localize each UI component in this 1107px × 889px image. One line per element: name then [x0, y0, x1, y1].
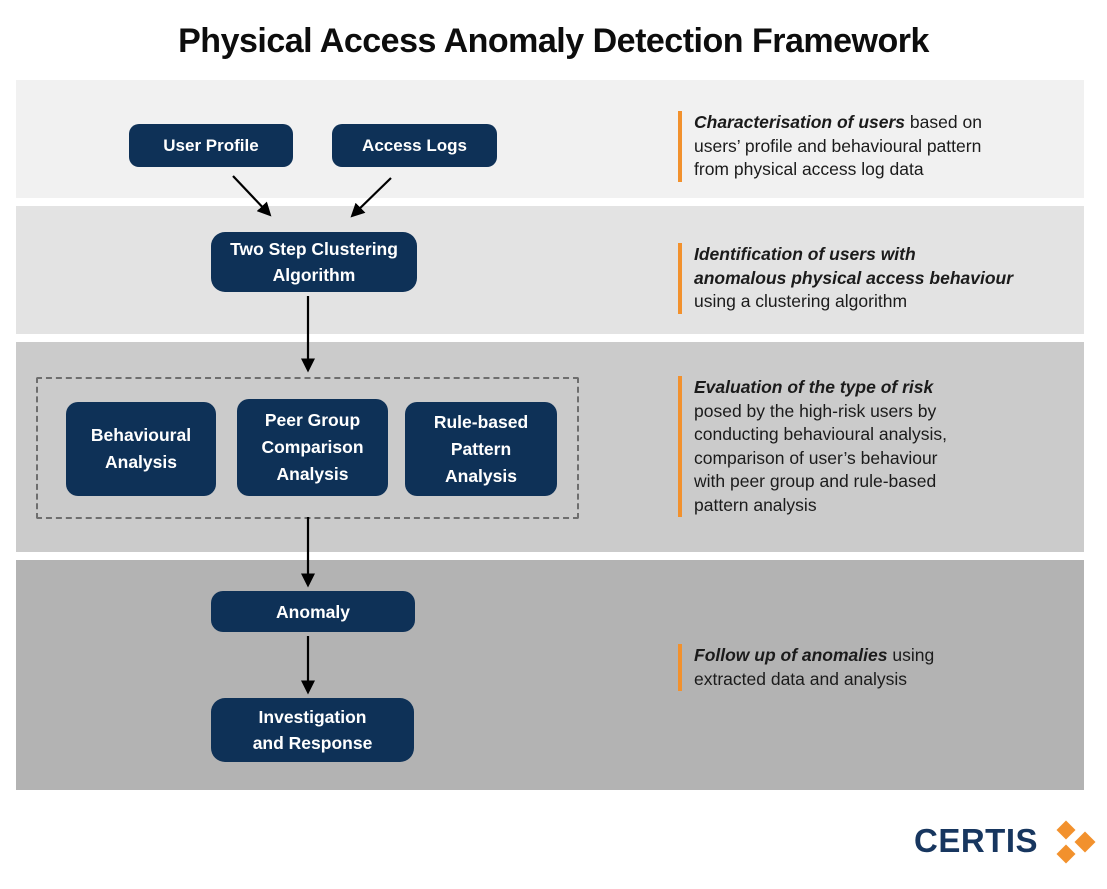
node-investigation-response: Investigation and Response [211, 698, 414, 762]
band-follow-up [16, 560, 1084, 790]
node-behavioural-analysis: Behavioural Analysis [66, 402, 216, 496]
node-peer-group-comparison: Peer Group Comparison Analysis [237, 399, 388, 496]
annotation-characterisation: Characterisation of users based on users… [678, 111, 1026, 182]
node-anomaly: Anomaly [211, 591, 415, 632]
annotation-highlight: Identification of users with anomalous p… [694, 244, 1014, 288]
annotation-text: using extracted data and analysis [694, 645, 935, 689]
annotation-evaluation: Evaluation of the type of risk posed by … [678, 376, 1026, 517]
certis-logo: CERTIS [914, 817, 1097, 865]
page-title: Physical Access Anomaly Detection Framew… [178, 22, 929, 60]
annotation-highlight: Evaluation of the type of risk [694, 377, 934, 397]
band-identification [16, 206, 1084, 334]
annotation-text: based on users’ profile and behavioural … [694, 112, 982, 179]
annotation-highlight: Characterisation of users [694, 112, 906, 132]
annotation-highlight: Follow up of anomalies [694, 645, 888, 665]
node-user-profile: User Profile [129, 124, 293, 167]
certis-diamonds-icon [1056, 820, 1096, 864]
annotation-text: posed by the high-risk users by conducti… [694, 400, 947, 515]
node-two-step-clustering: Two Step Clustering Algorithm [211, 232, 417, 292]
annotation-identification: Identification of users with anomalous p… [678, 243, 1026, 314]
node-rule-based-pattern: Rule-based Pattern Analysis [405, 402, 557, 496]
node-access-logs: Access Logs [332, 124, 497, 167]
certis-wordmark: CERTIS [913, 822, 1038, 859]
annotation-text: using a clustering algorithm [694, 291, 908, 311]
annotation-follow-up: Follow up of anomalies using extracted d… [678, 644, 1026, 691]
